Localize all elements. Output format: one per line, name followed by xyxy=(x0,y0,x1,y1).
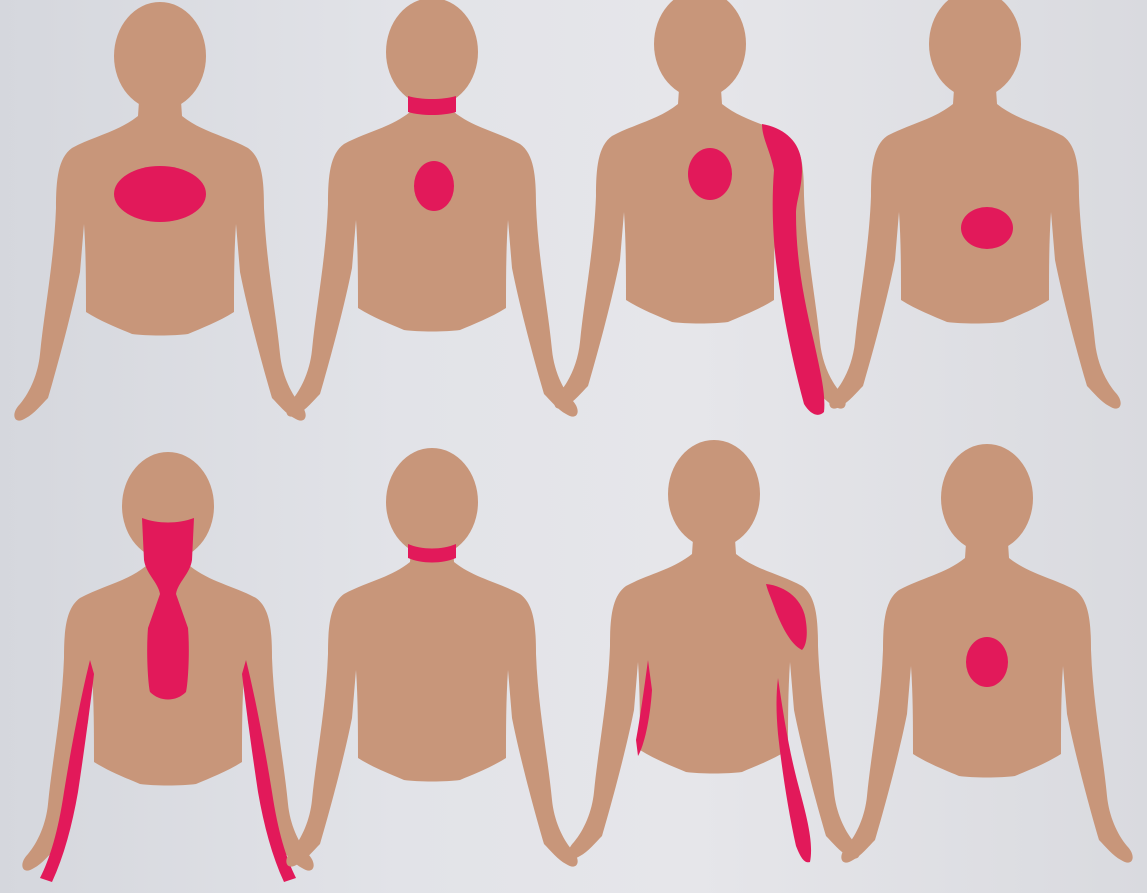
torso-silhouette xyxy=(841,528,1132,863)
pain-central-chest xyxy=(414,161,454,211)
body-figure-3 xyxy=(554,0,845,415)
head-silhouette xyxy=(386,0,478,106)
pain-central-chest xyxy=(114,166,206,222)
body-figure-5 xyxy=(22,452,313,882)
body-figure-7 xyxy=(568,440,859,862)
body-figure-1 xyxy=(14,2,305,421)
body-figure-4 xyxy=(829,0,1120,409)
head-silhouette xyxy=(114,2,206,110)
torso-silhouette xyxy=(568,524,859,859)
head-silhouette xyxy=(386,448,478,556)
body-figure-2 xyxy=(286,0,577,417)
pain-upper-abdomen xyxy=(961,207,1013,249)
pain-back xyxy=(966,637,1008,687)
body-figure-6 xyxy=(286,448,577,867)
pain-left-chest xyxy=(688,148,732,200)
torso-silhouette xyxy=(14,86,305,421)
head-silhouette xyxy=(654,0,746,98)
head-silhouette xyxy=(941,444,1033,552)
torso-silhouette xyxy=(286,82,577,417)
head-silhouette xyxy=(929,0,1021,98)
head-silhouette xyxy=(668,440,760,548)
torso-silhouette xyxy=(286,532,577,867)
body-figure-8 xyxy=(841,444,1132,863)
